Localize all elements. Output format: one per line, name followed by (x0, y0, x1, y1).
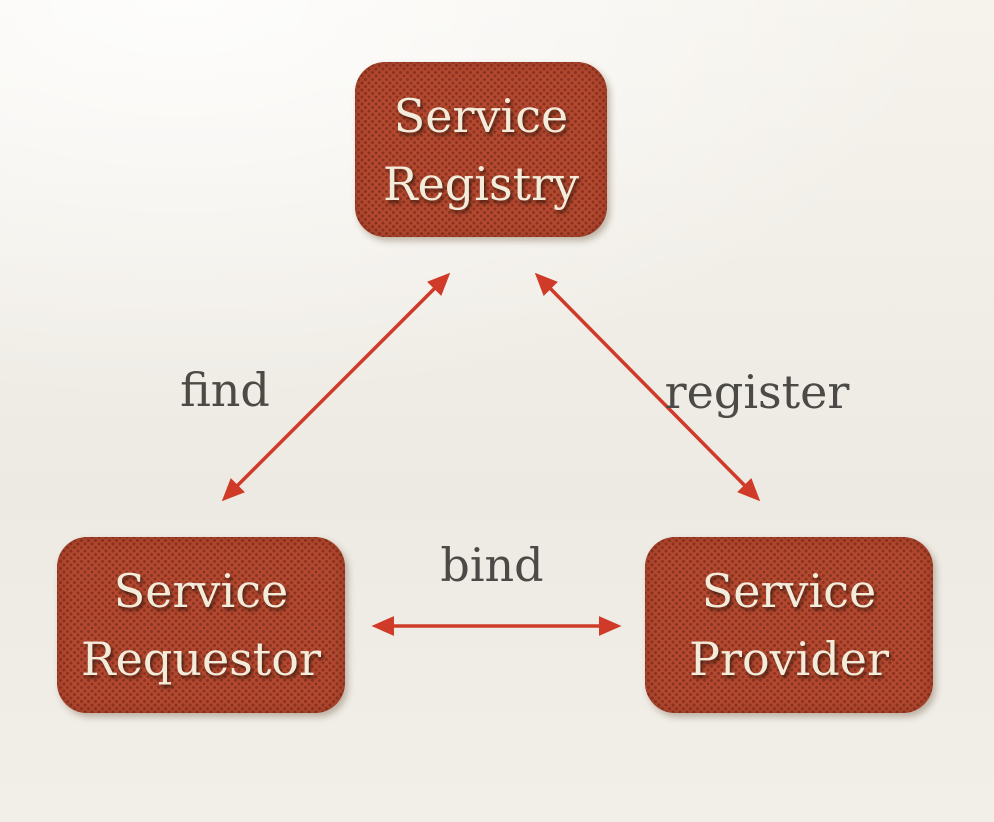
service-registry-node: Service Registry (355, 62, 607, 237)
service-registry-label-line2: Registry (382, 156, 580, 211)
service-provider-label-line2: Provider (689, 632, 889, 686)
register-edge-label: register (664, 365, 850, 419)
service-requestor-node: Service Requestor (57, 537, 345, 713)
bind-edge-label: bind (440, 538, 544, 592)
find-edge-label: find (180, 363, 270, 417)
service-registry-label-line1: Service (393, 88, 569, 143)
service-requestor-label-line1: Service (113, 564, 289, 618)
service-provider-label-line1: Service (701, 564, 877, 618)
service-requestor-label-line2: Requestor (81, 632, 321, 686)
service-provider-node: Service Provider (645, 537, 933, 713)
